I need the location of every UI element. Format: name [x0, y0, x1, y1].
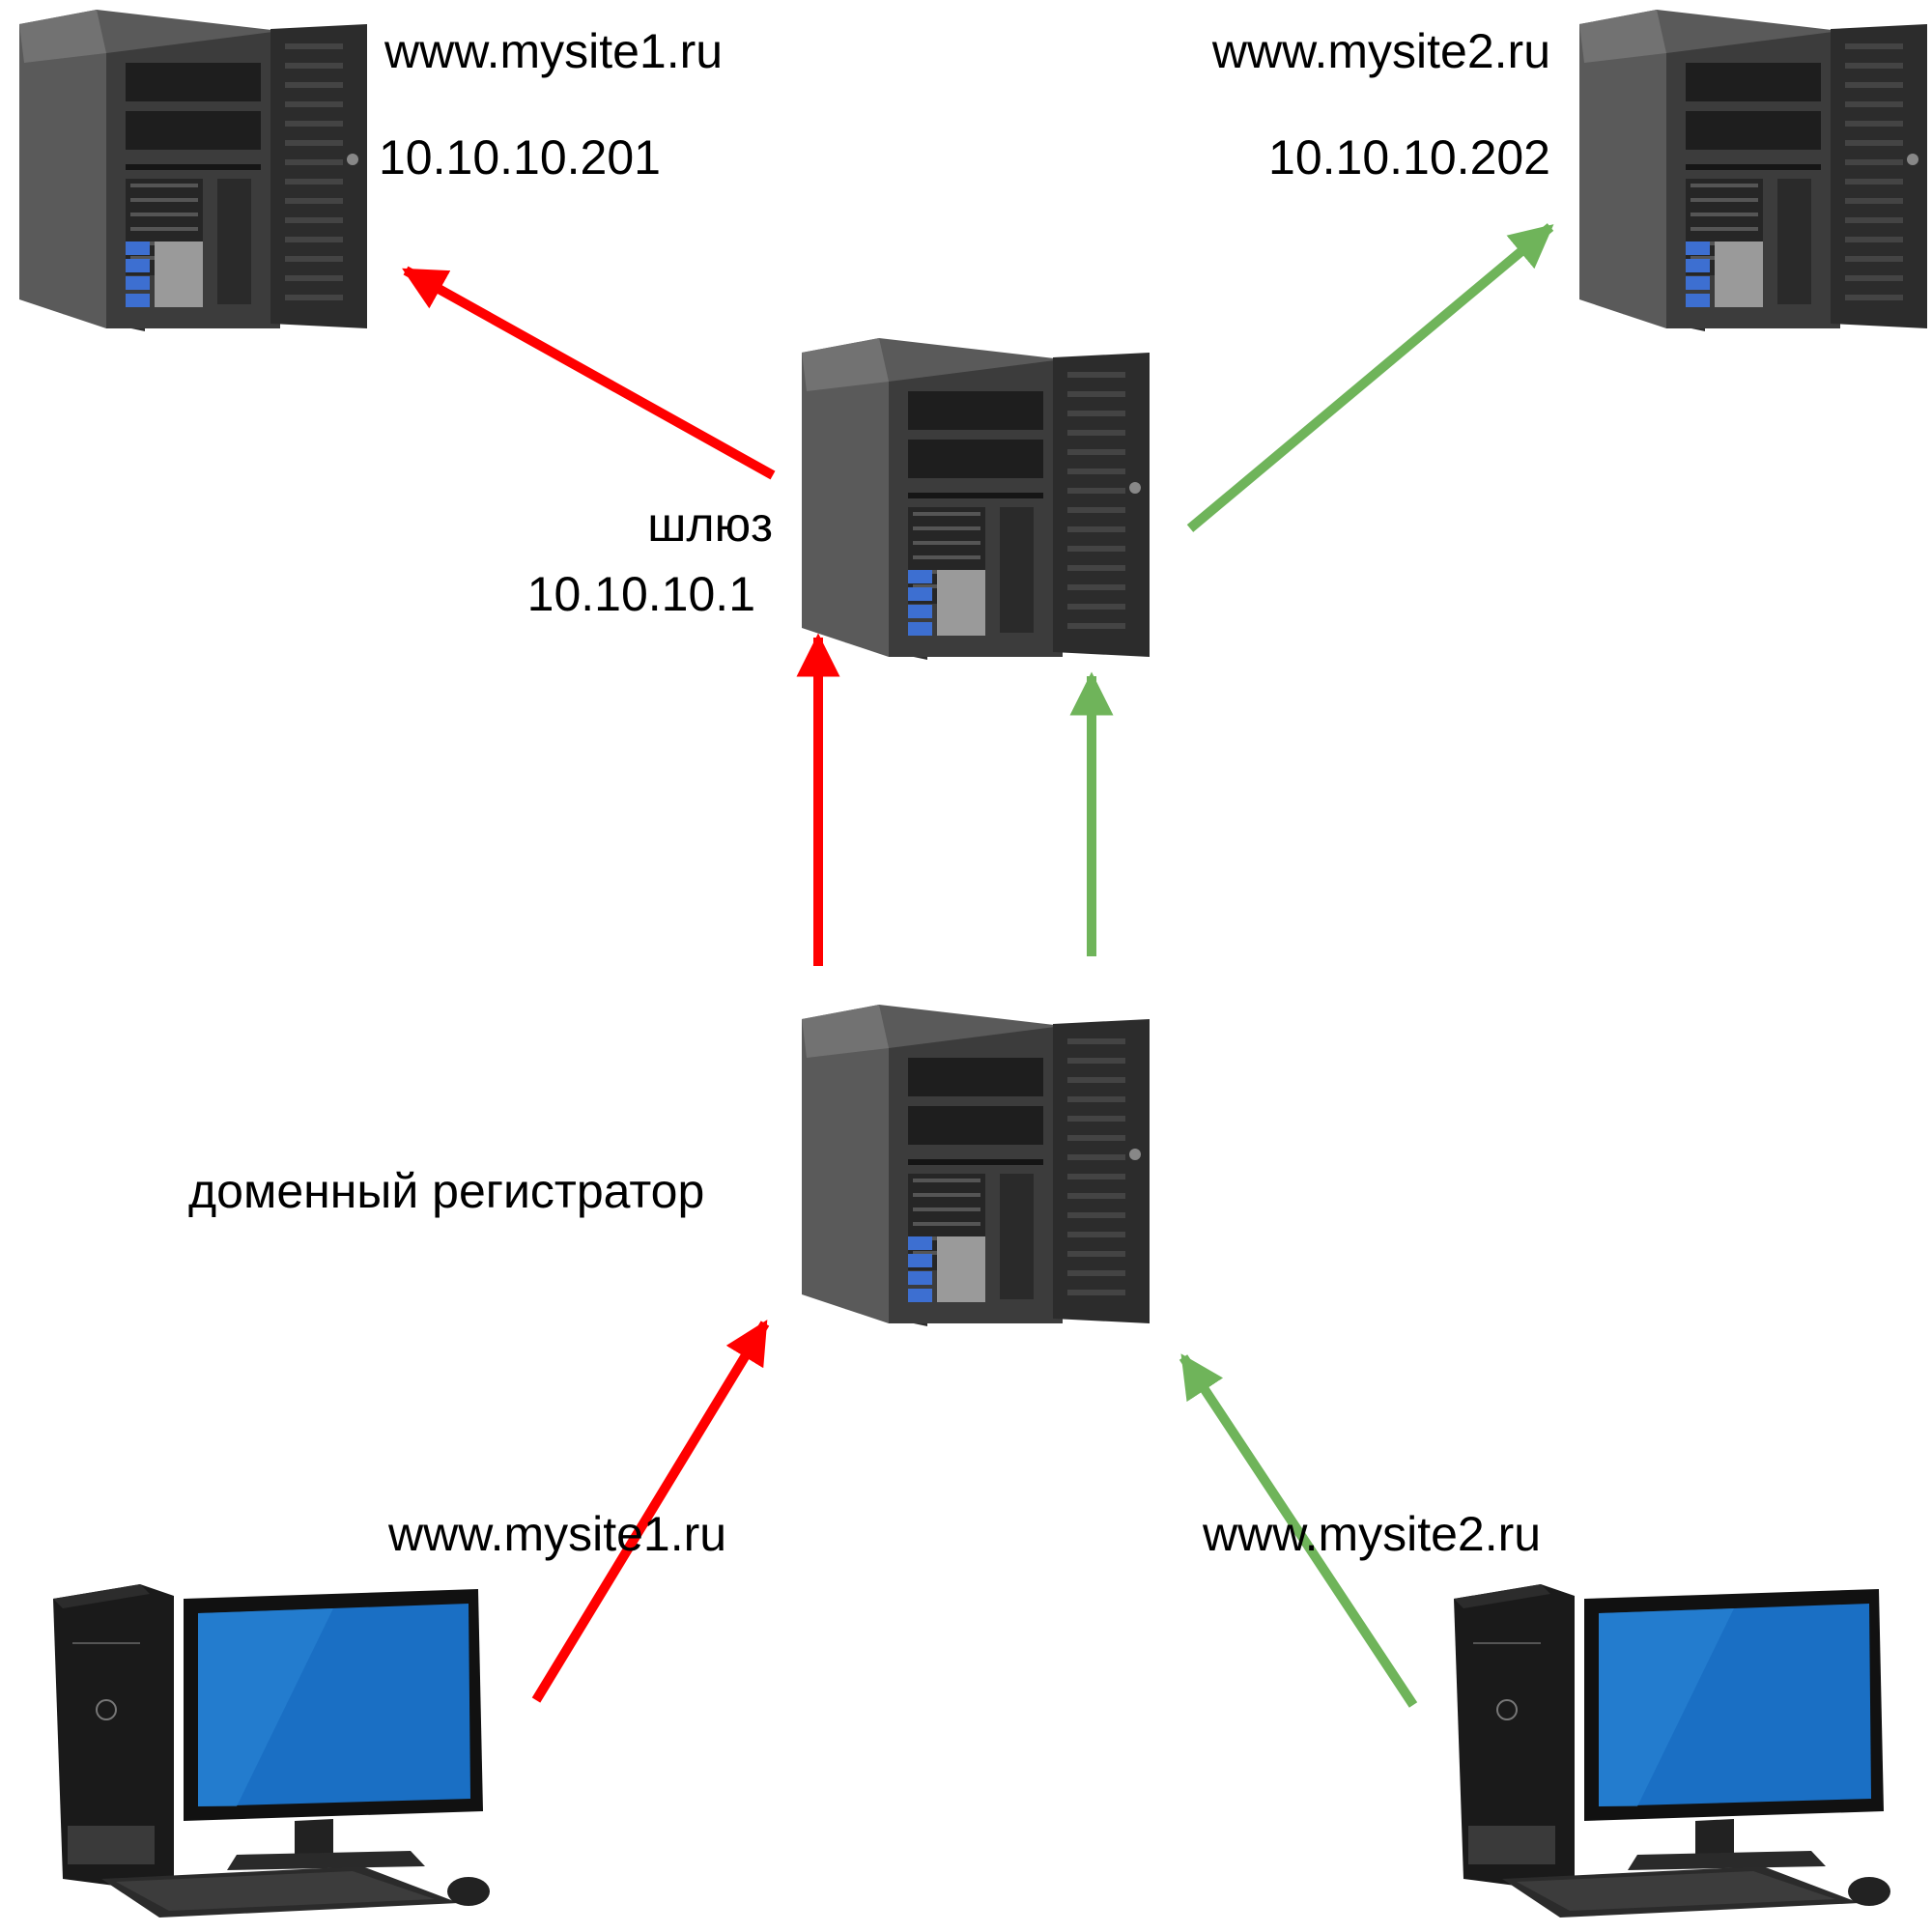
gateway-name-label: шлюз [647, 497, 773, 552]
gateway-to-site2-arrow [1186, 223, 1554, 532]
site2-ip-label: 10.10.10.202 [1268, 130, 1550, 185]
gateway-ip-label: 10.10.10.1 [527, 567, 755, 621]
site1-server-icon [19, 10, 367, 331]
registrar-name-label: доменный регистратор [188, 1164, 704, 1218]
client1-computer-icon [52, 1583, 491, 1918]
registrar-server-icon [802, 1005, 1150, 1326]
site2-server-icon [1579, 10, 1927, 331]
gateway-to-site1-arrow [402, 266, 776, 480]
gateway-server-icon [802, 338, 1150, 660]
site1-domain-label: www.mysite1.ru [384, 24, 723, 78]
client2-to-registrar-arrow [1179, 1353, 1418, 1708]
client1-to-registrar-arrow [531, 1320, 770, 1703]
site2-domain-label: www.mysite2.ru [1211, 24, 1550, 78]
client2-computer-icon [1453, 1583, 1891, 1918]
client1-request-label: www.mysite1.ru [387, 1507, 726, 1561]
client2-request-label: www.mysite2.ru [1202, 1507, 1541, 1561]
site1-ip-label: 10.10.10.201 [379, 130, 661, 185]
